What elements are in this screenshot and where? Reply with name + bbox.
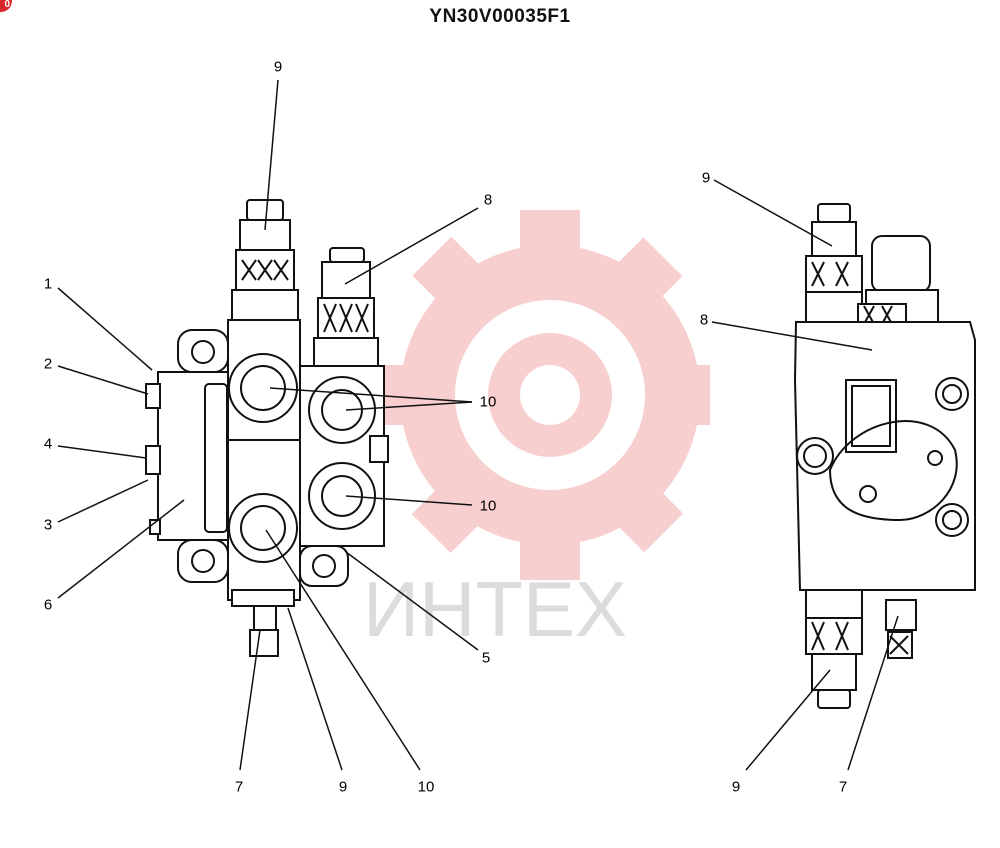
watermark-gear-logo bbox=[385, 210, 710, 580]
drawing-title: YN30V00035F1 bbox=[429, 6, 571, 27]
callout-6: 6 bbox=[43, 596, 53, 614]
callout-right-9-bottom: 9 bbox=[731, 778, 741, 796]
corner-badge: 0 bbox=[0, 0, 12, 12]
callout-4: 4 bbox=[43, 435, 53, 453]
callout-right-7: 7 bbox=[838, 778, 848, 796]
callout-1: 1 bbox=[43, 275, 53, 293]
left-view-valve bbox=[145, 199, 389, 657]
callout-2: 2 bbox=[43, 355, 53, 373]
callout-8-top: 8 bbox=[483, 191, 493, 209]
callout-10-b: 10 bbox=[479, 497, 497, 515]
right-view-valve bbox=[793, 203, 976, 709]
callout-9-top: 9 bbox=[273, 58, 283, 76]
callout-5: 5 bbox=[481, 649, 491, 667]
leader-lines bbox=[57, 79, 899, 771]
callout-10-a: 10 bbox=[479, 393, 497, 411]
watermark-text: ИНТЕХ bbox=[363, 565, 627, 653]
callout-10-bottom: 10 bbox=[417, 778, 435, 796]
callout-3: 3 bbox=[43, 516, 53, 534]
callout-right-8: 8 bbox=[699, 311, 709, 329]
callout-9-bottom: 9 bbox=[338, 778, 348, 796]
callout-7: 7 bbox=[234, 778, 244, 796]
callout-right-9-top: 9 bbox=[701, 169, 711, 187]
